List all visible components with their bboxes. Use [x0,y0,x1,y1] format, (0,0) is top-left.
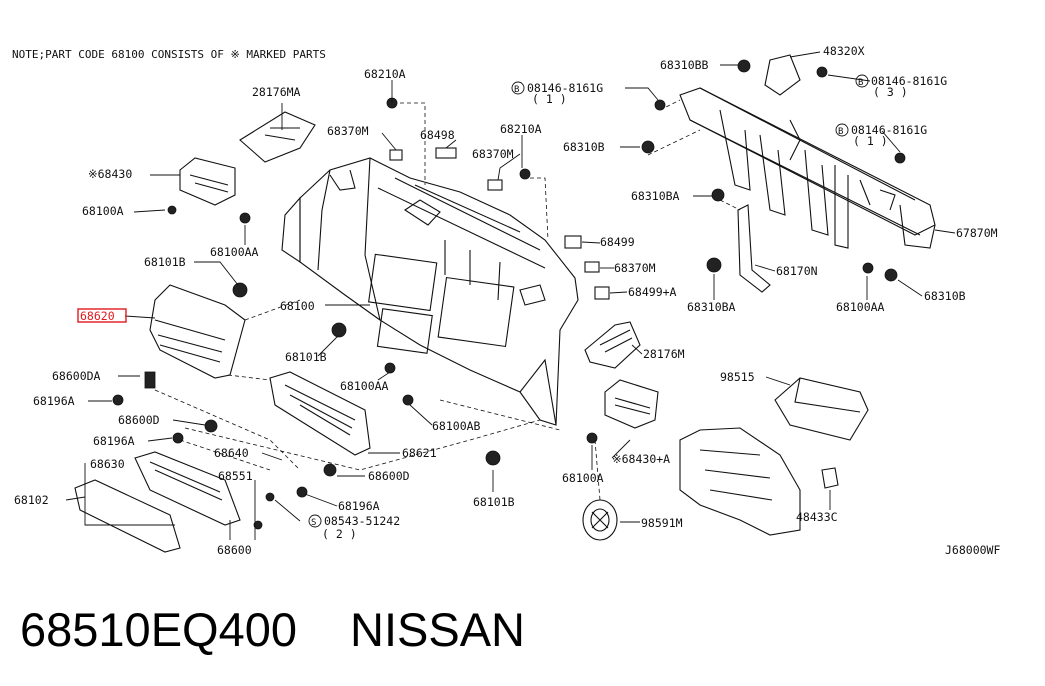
clip-68498 [435,147,457,159]
bolt-b-mark-1: B [514,85,519,95]
label-08146-qty-3: ( 1 ) [853,134,888,148]
label-68310BA-2: 68310BA [687,300,736,314]
leader-lines [65,51,956,540]
label-08146-qty-2: ( 3 ) [873,85,908,99]
label-68370M-3: 68370M [614,261,656,275]
label-68101B-3: 68101B [473,495,515,509]
label-68370M-1: 68370M [327,124,369,138]
label-08543-qty: ( 2 ) [322,527,357,541]
label-08146-qty-1: ( 1 ) [532,92,567,106]
label-68101B-1: 68101B [144,255,186,269]
label-68430A: ※68430+A [612,452,670,466]
bolt-b-mark-2: B [858,78,863,88]
label-68196A-1: 68196A [33,394,75,408]
label-68600D-2: 68600D [368,469,410,483]
speaker-98591M [582,499,618,541]
label-68551: 68551 [218,469,253,483]
sensor-48433C [821,467,839,489]
label-68100AA-1: 68100AA [210,245,259,259]
label-68310BB: 68310BB [660,58,709,72]
vent-68430 [179,157,236,206]
label-08146-8161G-2: 08146-8161G [871,74,947,88]
label-68100A-2: 68100A [562,471,604,485]
label-08543-51242: 08543-51242 [324,514,400,528]
highlight-box-68620 [77,308,127,323]
fasteners [112,59,906,530]
brand-name: NISSAN [350,603,525,656]
grille-28176MA [239,111,316,163]
label-08146-8161G-3: 08146-8161G [851,123,927,137]
clip-68370M-1 [389,149,403,161]
label-68196A-2: 68196A [93,434,135,448]
label-98591M: 98591M [641,516,683,530]
label-68100AA-2: 68100AA [340,379,389,393]
label-48320X: 48320X [823,44,865,58]
label-68101B-2: 68101B [285,350,327,364]
label-68100AA-3: 68100AA [836,300,885,314]
label-68210A-1: 68210A [364,67,406,81]
label-68310B-2: 68310B [924,289,966,303]
label-67870M: 67870M [956,226,998,240]
instrument-panel-68100 [281,157,579,426]
label-68620-highlighted: 68620 [80,309,115,323]
bracket-68170N [737,204,771,293]
label-68100A-1: 68100A [82,204,124,218]
clip-68499A [594,286,610,300]
label-68630: 68630 [90,457,125,471]
label-68310BA-1: 68310BA [631,189,680,203]
label-68621: 68621 [402,446,437,460]
bolt-b-mark-3: B [838,127,843,137]
label-68196A-3: 68196A [338,499,380,513]
label-68310B-1: 68310B [563,140,605,154]
assembly-lines [154,99,741,501]
label-68499: 68499 [600,235,635,249]
label-68100: 68100 [280,299,315,313]
lower-lid-68600 [134,451,241,526]
label-68102: 68102 [14,493,49,507]
label-68170N: 68170N [776,264,818,278]
label-68640: 68640 [214,446,249,460]
screw-s-mark: S [311,518,316,528]
label-68370M-2: 68370M [472,147,514,161]
parts-note: NOTE;PART CODE 68100 CONSISTS OF ※ MARKE… [12,48,326,61]
clip-68370M-3 [584,261,600,273]
label-98515: 98515 [720,370,755,384]
glove-box-lid-68620 [149,284,246,379]
dashboard-lower-right [679,427,801,536]
label-68210A-2: 68210A [500,122,542,136]
label-68600: 68600 [217,543,252,557]
diagram-code: J68000WF [945,543,1000,557]
label-68499A: 68499+A [628,285,677,299]
clip-68370M-2 [487,179,503,191]
label-48433C: 48433C [796,510,838,524]
steering-member-67870M [679,54,936,249]
label-68100AB: 68100AB [432,419,481,433]
glove-box-68621 [269,371,371,456]
part-number: 68510EQ400 [20,603,297,656]
label-08146-8161G-1: 08146-8161G [527,81,603,95]
clip-68499 [564,235,582,249]
vent-68430A [604,379,659,429]
label-68600DA: 68600DA [52,369,101,383]
label-68498: 68498 [420,128,455,142]
label-68430: ※68430 [88,167,132,181]
grille-28176M [584,321,641,369]
label-28176MA: 28176MA [252,85,301,99]
label-68600D-1: 68600D [118,413,160,427]
label-28176M: 28176M [643,347,685,361]
panel-68102 [74,479,181,553]
airbag-98515 [774,377,869,441]
